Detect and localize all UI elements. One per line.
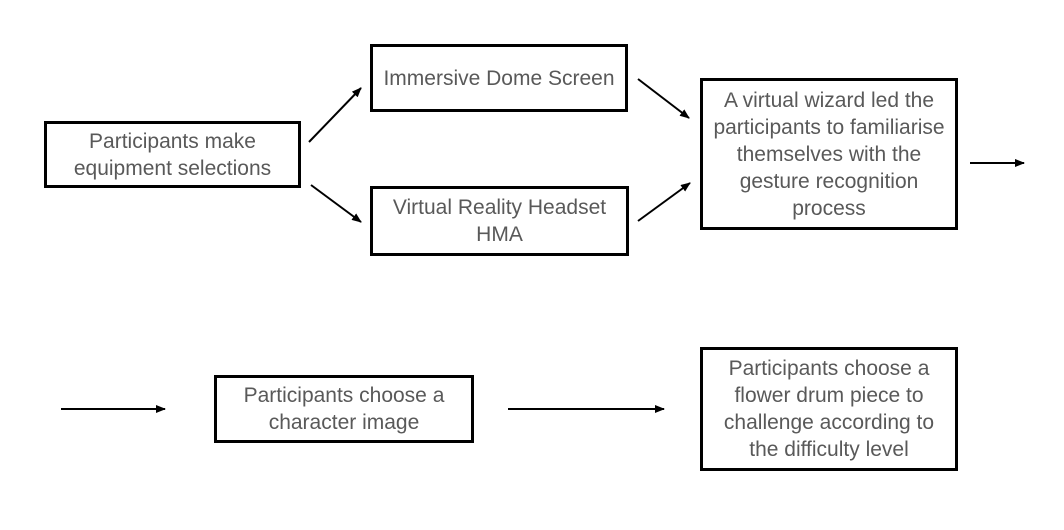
arrow-headset-to-wizard bbox=[637, 182, 691, 222]
arrow-dome-to-wizard bbox=[637, 78, 690, 119]
node-dome-screen: Immersive Dome Screen bbox=[370, 44, 628, 112]
node-flower-drum-label: Participants choose a flower drum piece … bbox=[723, 357, 935, 461]
node-vr-headset-label: Virtual Reality Headset HMA bbox=[392, 196, 607, 246]
node-flower-drum: Participants choose a flower drum piece … bbox=[700, 347, 958, 471]
node-equipment-selection: Participants make equipment selections bbox=[44, 121, 301, 188]
node-equipment-selection-label: Participants make equipment selections bbox=[73, 129, 272, 180]
node-vr-headset: Virtual Reality Headset HMA bbox=[370, 186, 629, 256]
node-dome-screen-label: Immersive Dome Screen bbox=[383, 66, 615, 90]
node-character-image: Participants choose a character image bbox=[214, 375, 474, 443]
node-character-image-label: Participants choose a character image bbox=[243, 384, 445, 434]
node-virtual-wizard: A virtual wizard led the participants to… bbox=[700, 78, 958, 230]
arrow-selection-to-headset bbox=[310, 184, 362, 223]
node-virtual-wizard-label: A virtual wizard led the participants to… bbox=[713, 88, 945, 220]
arrow-selection-to-dome bbox=[308, 87, 362, 143]
